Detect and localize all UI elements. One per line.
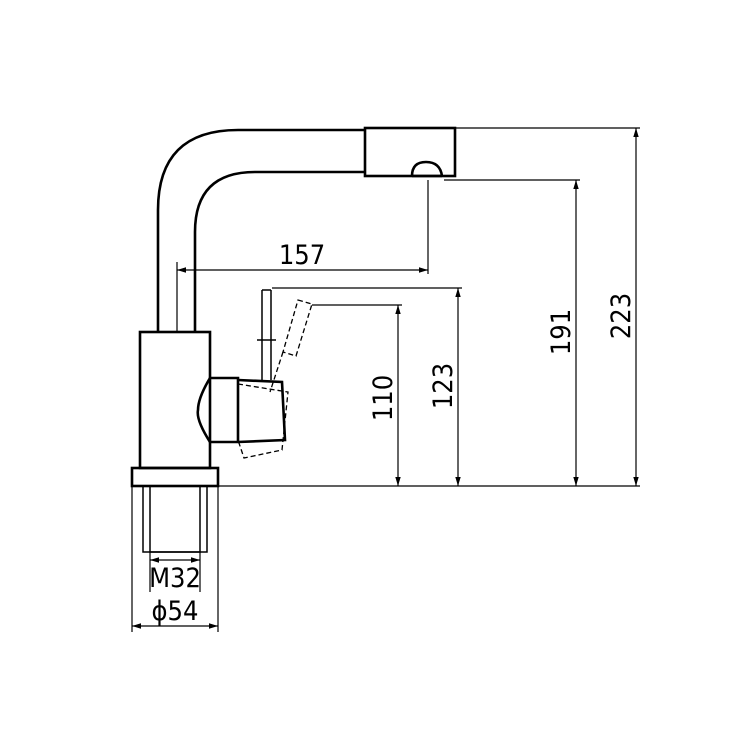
dim-123-label: 123 <box>428 363 459 409</box>
dim-overall-height: 223 <box>455 127 640 486</box>
spray-head-body <box>363 126 457 178</box>
dim-spout-outlet-height: 191 <box>444 179 580 486</box>
shank-outer <box>142 485 208 553</box>
base-plate <box>130 466 220 488</box>
spray-head <box>363 126 457 178</box>
dim-157-label: 157 <box>279 240 325 271</box>
spout-outer-edge <box>156 128 365 332</box>
lever <box>257 289 276 380</box>
dim-m32-label: M32 <box>149 563 201 594</box>
alt-lever-stem <box>269 351 284 393</box>
dim-lever-height: 110 <box>312 304 402 486</box>
spray-head-outlet <box>410 160 444 177</box>
dim-thread: M32 <box>149 552 201 594</box>
spout-inner-edge <box>193 170 365 332</box>
dim-223-label: 223 <box>606 293 637 339</box>
alt-lever-cap <box>237 383 289 459</box>
dim-lever-top-height: 123 <box>272 287 462 486</box>
spout <box>156 128 365 332</box>
shank-inner <box>149 485 201 553</box>
dim-110-label: 110 <box>368 375 399 421</box>
mixer-cartridge <box>196 376 240 444</box>
dim-191-label: 191 <box>546 309 577 355</box>
threaded-shank <box>142 485 208 553</box>
mixer-housing <box>196 376 287 444</box>
dim-spout-reach: 157 <box>176 180 429 332</box>
dim-54-label: ϕ54 <box>152 596 199 627</box>
base-flange <box>130 466 220 488</box>
alt-lever-handle <box>282 299 313 357</box>
mixer-cap <box>237 378 287 444</box>
lever-alternate-position <box>237 299 313 459</box>
dim-base-diameter: ϕ54 <box>131 486 219 632</box>
